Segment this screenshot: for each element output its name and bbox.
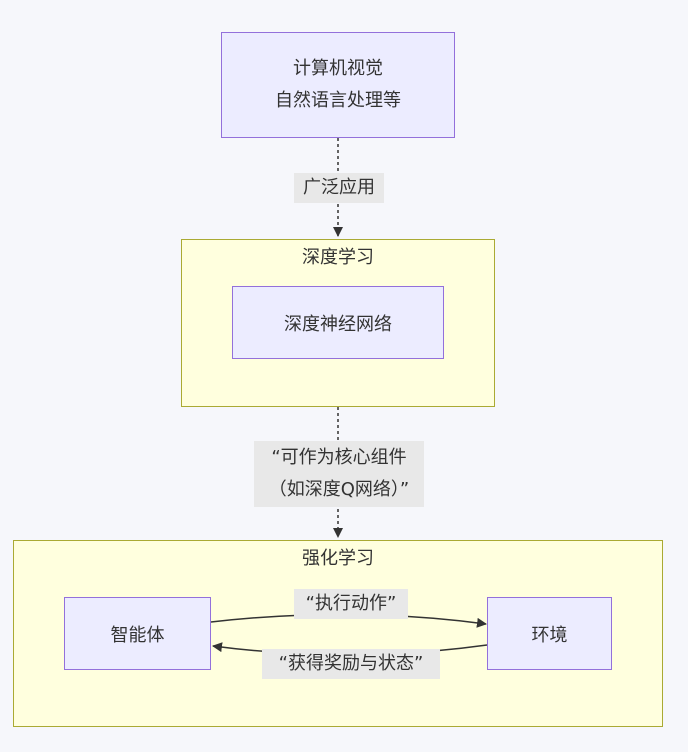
node-deep-neural-network: 深度神经网络 bbox=[232, 286, 444, 359]
node-environment-label: 环境 bbox=[531, 624, 568, 646]
edge-label-wide-application: 广泛应用 bbox=[294, 173, 384, 203]
node-cv-nlp-line1: 计算机视觉 bbox=[293, 58, 383, 79]
node-agent: 智能体 bbox=[64, 597, 211, 670]
edge-label-core-component: “可作为核心组件 （如深度Q网络）” bbox=[254, 441, 424, 507]
edge-label-execute-action: “执行动作” bbox=[294, 589, 408, 619]
node-cv-nlp: 计算机视觉 自然语言处理等 bbox=[221, 32, 455, 138]
edge-label-get-reward-state: “获得奖励与状态” bbox=[262, 649, 440, 679]
node-agent-label: 智能体 bbox=[110, 624, 165, 646]
node-deep-neural-network-label: 深度神经网络 bbox=[284, 313, 392, 335]
cluster-title-deep-learning: 深度学习 bbox=[302, 247, 374, 268]
edge-label-core-component-line2: （如深度Q网络）” bbox=[268, 479, 410, 500]
cluster-title-reinforcement-learning: 强化学习 bbox=[302, 548, 374, 569]
node-environment: 环境 bbox=[487, 597, 612, 670]
edge-label-core-component-line1: “可作为核心组件 bbox=[271, 447, 407, 468]
node-cv-nlp-line2: 自然语言处理等 bbox=[275, 90, 401, 111]
